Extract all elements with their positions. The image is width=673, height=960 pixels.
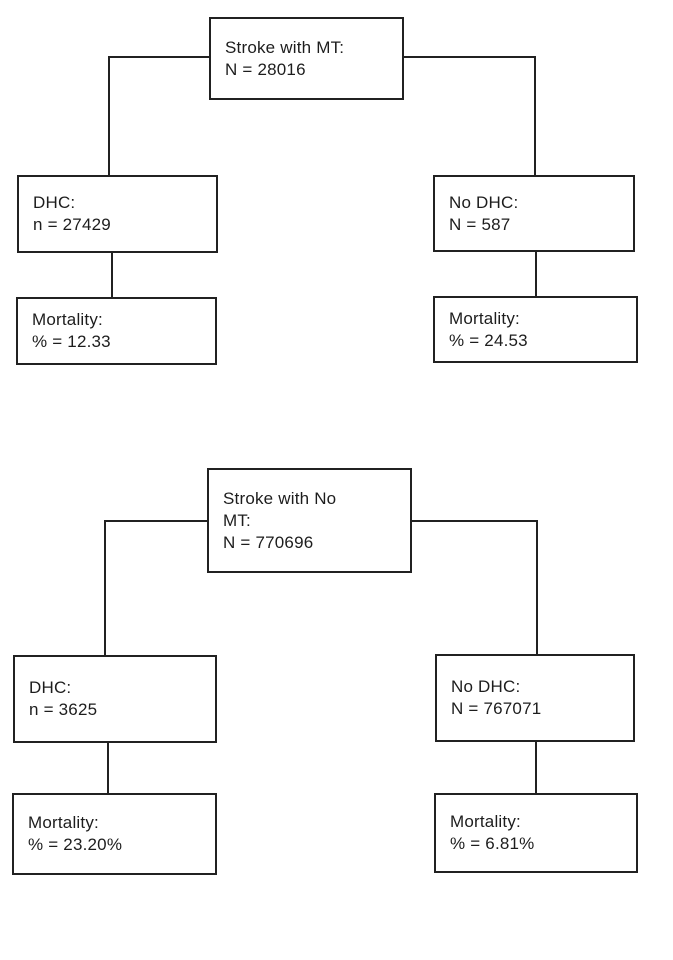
node-mortality-no-dhc: Mortality: % = 6.81% bbox=[434, 793, 638, 873]
connector-line bbox=[535, 742, 537, 793]
node-count: N = 28016 bbox=[225, 59, 306, 79]
connector-line bbox=[107, 743, 109, 793]
connector-line bbox=[404, 56, 536, 58]
node-mortality-dhc: Mortality: % = 23.20% bbox=[12, 793, 217, 875]
node-mortality-dhc: Mortality: % = 12.33 bbox=[16, 297, 217, 365]
connector-line bbox=[111, 253, 113, 297]
node-value: % = 23.20% bbox=[28, 835, 123, 854]
node-value: % = 12.33 bbox=[32, 332, 111, 351]
connector-line bbox=[108, 56, 110, 175]
node-label: Mortality: bbox=[32, 310, 103, 329]
node-value: % = 6.81% bbox=[450, 834, 535, 853]
node-count: N = 770696 bbox=[223, 532, 314, 552]
connector-line bbox=[536, 520, 538, 654]
connector-line bbox=[534, 56, 536, 175]
node-label: No DHC: bbox=[451, 677, 521, 696]
node-no-dhc: No DHC: N = 767071 bbox=[435, 654, 635, 742]
connector-line bbox=[412, 520, 538, 522]
node-dhc: DHC: n = 3625 bbox=[13, 655, 217, 743]
node-no-dhc: No DHC: N = 587 bbox=[433, 175, 635, 252]
node-label: DHC: bbox=[33, 193, 76, 212]
node-count: N = 587 bbox=[449, 214, 511, 234]
node-label: DHC: bbox=[29, 678, 72, 697]
node-value: % = 24.53 bbox=[449, 330, 528, 350]
connector-line bbox=[104, 520, 207, 522]
connector-line bbox=[108, 56, 209, 58]
node-label: Mortality: bbox=[449, 308, 520, 328]
node-count: N = 767071 bbox=[451, 699, 542, 718]
node-label: Stroke with No bbox=[223, 488, 337, 508]
node-label: Mortality: bbox=[28, 813, 99, 832]
node-count: n = 27429 bbox=[33, 215, 111, 234]
node-label: Stroke with MT: bbox=[225, 37, 345, 57]
connector-line bbox=[104, 520, 106, 655]
connector-line bbox=[535, 252, 537, 296]
node-label: Mortality: bbox=[450, 812, 521, 831]
node-label: No DHC: bbox=[449, 192, 519, 212]
node-stroke-with-no-mt: Stroke with No MT: N = 770696 bbox=[207, 468, 412, 573]
node-stroke-with-mt: Stroke with MT: N = 28016 bbox=[209, 17, 404, 100]
node-dhc: DHC: n = 27429 bbox=[17, 175, 218, 253]
node-count: n = 3625 bbox=[29, 700, 98, 719]
node-label: MT: bbox=[223, 510, 251, 530]
node-mortality-no-dhc: Mortality: % = 24.53 bbox=[433, 296, 638, 363]
